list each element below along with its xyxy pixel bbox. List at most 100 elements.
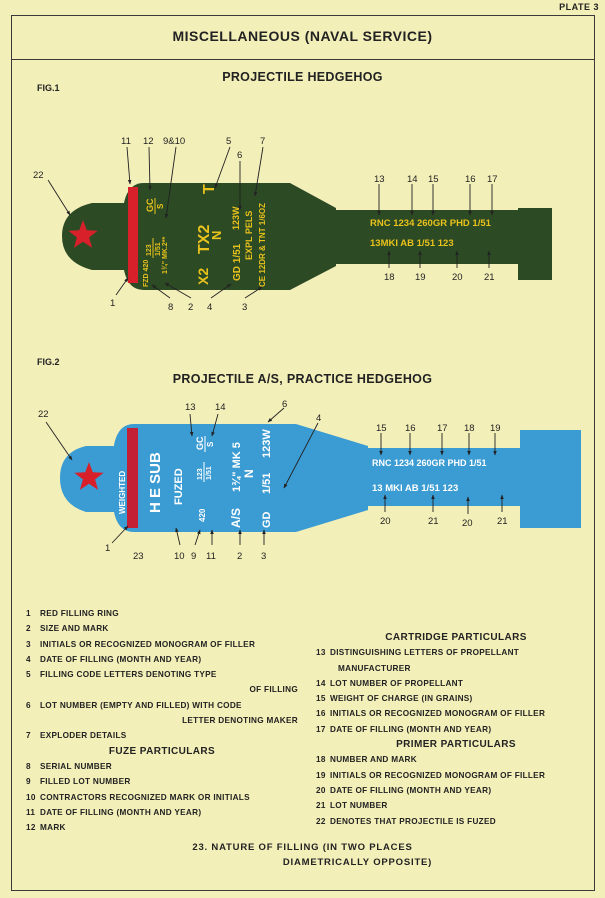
item-23-note: 23. NATURE OF FILLING (IN TWO PLACES DIA… [0, 840, 605, 870]
fig2-callout-13: 15 [376, 423, 387, 434]
fig1-t: T [201, 184, 218, 194]
fig1-tail-line2: 13MKI AB 1/51 123 [370, 238, 454, 249]
fig1-label: FIG.1 [37, 83, 60, 93]
fig1-tx2: TX2 [196, 225, 213, 254]
fig2-he-sub: H E SUB [147, 452, 164, 513]
fig1-ce: CE 12DR & TNT 1/6OZ [258, 203, 267, 287]
fig2-callout-20: 20 [462, 518, 473, 529]
title-divider [11, 59, 595, 60]
fig2-lot-a: 123 [197, 468, 204, 480]
fig1-callout-9-10: 9&10 [163, 136, 185, 147]
fig2-callout-14: 16 [405, 423, 416, 434]
fuze-heading: FUZE PARTICULARS [108, 745, 216, 757]
fig1-size-mark: 1¾" MK.2** [161, 237, 169, 274]
fig2-weighted: WEIGHTED [118, 471, 127, 514]
fig1-callout-numbers: 22 11 12 9&10 5 6 7 1 8 2 4 3 13 14 15 1… [33, 136, 498, 313]
fig2-title: PROJECTILE A/S, PRACTICE HEDGEHOG [172, 372, 433, 386]
item-23-line2: DIAMETRICALLY OPPOSITE) [282, 857, 433, 868]
fig2-callout-17: 19 [490, 423, 501, 434]
fig1-fuzed-star-icon [68, 220, 98, 248]
fig1-x2: X2 [195, 268, 211, 285]
fig1-callout-21: 21 [484, 272, 495, 283]
fig2-tail-fin [520, 430, 581, 528]
fig2-gd: GD [261, 511, 273, 528]
fig1-callout-5: 5 [226, 136, 231, 147]
primer-heading: PRIMER PARTICULARS [396, 739, 516, 751]
fig2-tail-line1: RNC 1234 260GR PHD 1/51 [372, 458, 487, 468]
fig2-tail-line2: 13 MKI AB 1/51 123 [372, 483, 458, 494]
fig1-lot-a: 123 [146, 244, 153, 256]
fig1-expl: EXPL PELS [244, 211, 254, 260]
fig2-callout-12: 14 [215, 402, 226, 413]
fig2-lot: 1/51 [261, 473, 273, 494]
fig1-callout-19: 19 [415, 272, 426, 283]
fig1-nose [62, 203, 126, 270]
fig2-red-ring [127, 428, 138, 528]
fig1-callout-11: 11 [121, 136, 131, 147]
fig2-callout-16: 18 [464, 423, 475, 434]
fig1-callout-12: 12 [143, 136, 154, 147]
fig1-callout-6: 6 [237, 150, 242, 161]
fig2-body [114, 424, 272, 532]
fig1-callout-4: 4 [207, 302, 212, 313]
fig1-tail-line1: RNC 1234 260GR PHD 1/51 [370, 218, 492, 229]
fig2-callout-21: 21 [497, 516, 508, 527]
fig2-lot-b: 1/51 [206, 466, 213, 480]
fig2-callout-19: 21 [428, 516, 439, 527]
fig2-as: A/S [229, 508, 243, 528]
fig1-lot-b: 1/51 [155, 242, 162, 256]
legend-item-continued: MANUFACTURER [338, 663, 411, 673]
fig1-callout-14: 14 [407, 174, 418, 185]
fig2-fuzed-star-icon [74, 462, 104, 490]
fig2-callout-numbers: 22 13 14 6 4 1 23 10 9 11 2 3 15 16 17 1… [38, 399, 508, 562]
fig2-ogive [270, 424, 368, 532]
fig1-fzd: FZD 420 [143, 260, 150, 287]
legend-item-continued: LETTER DENOTING MAKER [182, 716, 298, 726]
fig2-callout-15: 17 [437, 423, 448, 434]
fig2-callout-4: 4 [316, 413, 321, 424]
fig1-gc-sub: S [156, 203, 165, 209]
item-23-line1: 23. NATURE OF FILLING (IN TWO PLACES [192, 842, 413, 853]
fig1-projectile: GC S 123 1/51 1¾" MK.2** FZD 420 TX2 N T… [62, 183, 552, 290]
fig2-fuzed: FUZED [173, 468, 185, 505]
cartridge-heading: CARTRIDGE PARTICULARS [385, 632, 527, 643]
page-title: MISCELLANEOUS (NAVAL SERVICE) [172, 28, 433, 44]
fig1-tail-fin [518, 208, 552, 280]
fig2-n: N [242, 469, 256, 478]
fig2-420: 420 [198, 508, 207, 522]
fig2-callout-6: 6 [282, 399, 287, 410]
fig2-callout-10: 11 [206, 551, 216, 562]
fig1-callout-1: 1 [110, 298, 115, 309]
fig1-callouts [47, 146, 494, 299]
fig1-callout-18: 18 [384, 272, 395, 283]
legend-item-continued: OF FILLING [249, 685, 298, 695]
fig1-n: N [209, 231, 224, 240]
fig1-callout-20: 20 [452, 272, 463, 283]
fig2-size-mark: 1¾" MK 5 [231, 442, 243, 492]
fig1-callout-2: 2 [188, 302, 193, 313]
fig1-ogive [270, 183, 336, 290]
fig1-red-ring [128, 187, 138, 283]
fig2-callout-23: 23 [133, 551, 144, 562]
fig1-title: PROJECTILE HEDGEHOG [222, 70, 383, 84]
fig2-label: FIG.2 [37, 357, 60, 367]
fig2-callout-11: 13 [185, 402, 196, 413]
